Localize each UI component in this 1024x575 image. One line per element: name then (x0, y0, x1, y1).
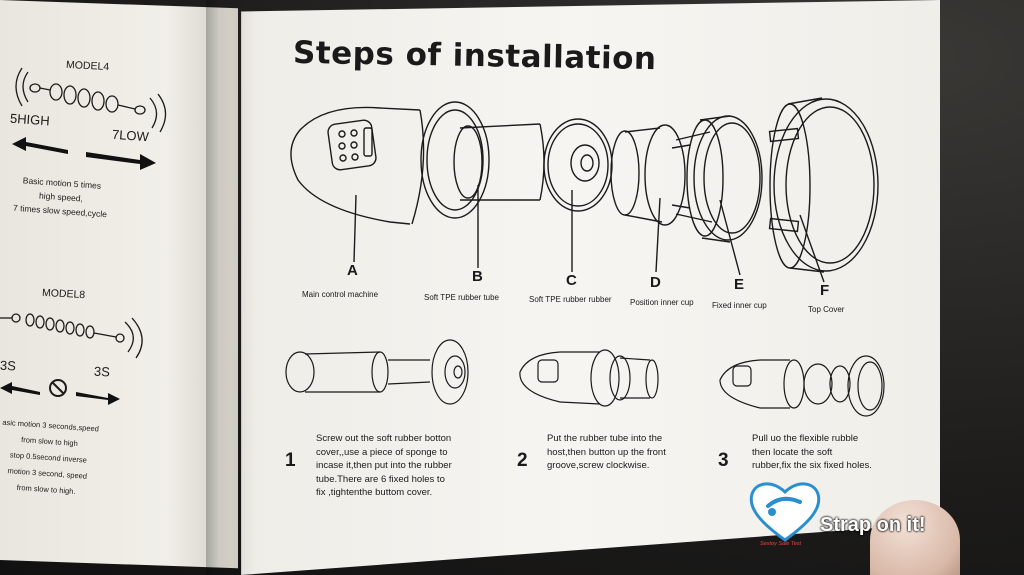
arrow-right-icon (86, 152, 156, 170)
part-label-f: Top Cover (808, 305, 845, 314)
model4-description: Basic motion 5 times high speed, 7 times… (12, 175, 108, 220)
watermark-text: Strap on it! (820, 514, 926, 536)
part-letter-a: A (347, 262, 358, 279)
model8-title: MODEL8 (41, 286, 86, 302)
watermark-heart-icon (749, 482, 821, 542)
step2-drawing (519, 349, 659, 407)
model8-left-label: 3S (0, 357, 17, 374)
stop-icon (49, 379, 67, 397)
part-letter-f: F (820, 282, 830, 299)
part-label-d: Position inner cup (630, 298, 694, 307)
part-label-b: Soft TPE rubber tube (424, 293, 500, 302)
model4-title: MODEL4 (65, 58, 110, 74)
step-2-text: Put the rubber tube into the host,then b… (547, 433, 666, 471)
model8-description: asic motion 3 seconds,speed from slow to… (2, 417, 100, 496)
part-letter-c: C (566, 272, 577, 289)
model4-bead-icon (15, 67, 167, 133)
arrow-left-icon (12, 137, 68, 154)
right-page (241, 0, 940, 575)
part-f-drawing (768, 97, 879, 273)
part-label-a: Main control machine (302, 290, 379, 299)
part-letter-b: B (472, 268, 483, 285)
model8-right-label: 3S (93, 363, 111, 380)
part-d-drawing (610, 124, 713, 226)
page-title: Steps of installation (292, 34, 657, 78)
thumb (870, 500, 960, 575)
step-3-text: Pull uo the flexible rubble then locate … (752, 433, 872, 471)
step1-drawing (285, 339, 469, 405)
step-1-text: Screw out the soft rubber botton cover,,… (316, 433, 452, 498)
model8-bead-icon (0, 313, 143, 359)
part-a-drawing (290, 106, 425, 225)
step-3-number: 3 (718, 450, 729, 471)
part-letter-d: D (650, 274, 661, 291)
part-label-c: Soft TPE rubber rubber (529, 295, 612, 304)
model4-high-label: 5HIGH (9, 110, 51, 129)
step3-drawing (719, 355, 885, 417)
part-b-drawing (420, 101, 545, 219)
part-letter-e: E (734, 276, 745, 293)
step-2-number: 2 (517, 450, 528, 471)
model4-low-label: 7LOW (111, 126, 150, 145)
page-gutter (206, 0, 232, 575)
watermark-small-text: Sextoy Sale Test (760, 541, 802, 547)
part-e-drawing (686, 115, 763, 243)
part-label-e: Fixed inner cup (712, 301, 767, 310)
step-1-number: 1 (285, 450, 296, 471)
part-c-drawing (543, 118, 613, 212)
